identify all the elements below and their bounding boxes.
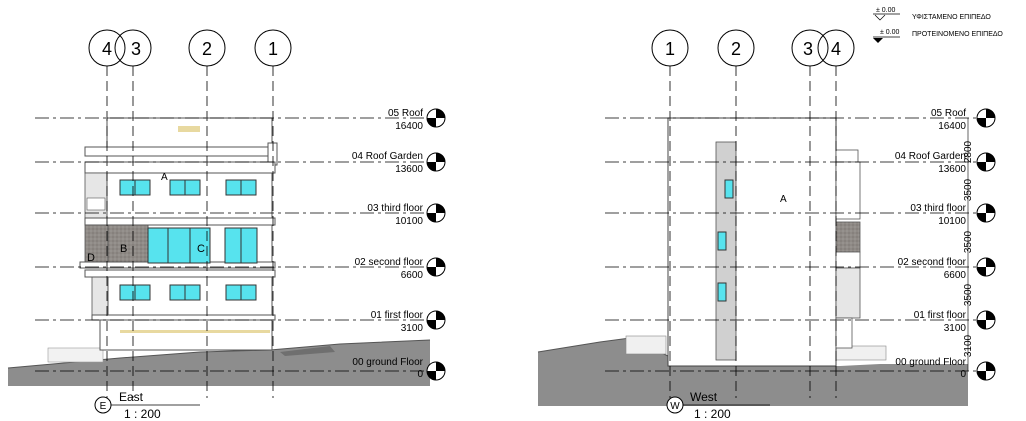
east-level-elev-3: 6600 [401,270,424,281]
dim-4: 3100 [963,334,974,357]
east-view-marker: E [100,401,107,412]
west-level-name-0: 05 Roof [931,108,966,119]
west-level-elev-2: 10100 [938,216,966,227]
east-windows-first [119,284,257,301]
west-grid-lines [669,66,837,398]
west-level-name-2: 03 third floor [910,203,966,214]
west-tag-a: A [780,194,787,205]
west-level-elev-3: 6600 [944,270,967,281]
east-level-name-2: 03 third floor [367,203,423,214]
west-main-facade [667,117,837,367]
dim-1: 3500 [963,178,974,201]
proposed-level-icon [873,38,883,43]
west-level-elev-0: 16400 [938,121,966,132]
west-view-name: West [690,390,718,404]
dim-2: 3500 [963,230,974,253]
dim-3: 3500 [963,283,974,306]
east-level-elev-2: 10100 [395,216,423,227]
east-level-name-1: 04 Roof Garden [352,151,423,162]
east-grid-label-3: 1 [268,39,278,59]
east-grid-label-2: 2 [202,39,212,59]
west-level-name-5: 00 ground Floor [895,357,966,368]
east-grid-bubbles: 4 3 2 1 [88,29,292,67]
west-grid-bubbles: 1 2 3 4 [651,29,855,67]
east-level-symbols [426,108,446,381]
west-grid-label-0: 1 [665,39,675,59]
east-level-elev-0: 16400 [395,121,423,132]
east-grid-label-0: 4 [102,39,112,59]
west-dimensions: 2800 3500 3500 3500 3100 [963,118,974,371]
east-windows-second [147,227,258,264]
west-ground [538,338,968,406]
east-level-name-5: 00 ground Floor [352,357,423,368]
east-level-name-4: 01 first floor [371,310,424,321]
east-tag-d: D [87,252,95,264]
west-level-labels: 05 Roof 16400 04 Roof Garden 13600 03 th… [895,108,967,380]
dim-0: 2800 [963,140,974,163]
existing-level-icon [874,14,886,21]
east-level-labels: 05 Roof 16400 04 Roof Garden 13600 03 th… [352,108,424,380]
west-level-name-4: 01 first floor [914,310,967,321]
east-tag-a: A [161,172,168,183]
east-roof-pavilion [106,117,273,153]
west-elevation: A 1 2 3 4 28 [537,29,996,421]
east-view-scale: 1 : 200 [124,407,161,421]
east-tag-b: B [120,243,127,255]
west-level-elev-1: 13600 [938,164,966,175]
east-level-lines [35,117,425,372]
legend: ± 0.00 ΥΦΙΣΤΑΜΕΝΟ ΕΠΙΠΕΔΟ ± 0.00 ΠΡΟΤΕΙΝ… [873,7,1003,43]
east-view-title: E East 1 : 200 [94,390,200,421]
east-level-elev-5: 0 [417,369,423,380]
west-stair-core [715,141,737,361]
east-level-name-0: 05 Roof [388,108,423,119]
east-grid-label-1: 3 [131,39,141,59]
west-view-scale: 1 : 200 [694,407,731,421]
west-grid-label-3: 4 [831,39,841,59]
legend-existing-label: ΥΦΙΣΤΑΜΕΝΟ ΕΠΙΠΕΔΟ [912,14,991,21]
east-elevation: A B C D 4 3 2 1 [7,29,446,421]
east-grid-lines [106,66,274,398]
west-grid-label-1: 2 [731,39,741,59]
west-level-name-3: 02 second floor [898,257,967,268]
east-windows-third [119,179,257,196]
west-level-symbols [976,108,996,381]
west-level-elev-4: 3100 [944,323,967,334]
west-level-elev-5: 0 [960,369,966,380]
legend-existing-value: ± 0.00 [876,7,896,14]
west-level-name-1: 04 Roof Garden [895,151,966,162]
east-level-name-3: 02 second floor [355,257,424,268]
east-tag-c: C [197,243,205,255]
west-view-title: W West 1 : 200 [666,390,770,421]
legend-proposed-value: ± 0.00 [880,29,900,36]
west-grid-label-2: 3 [803,39,813,59]
legend-proposed-label: ΠΡΟΤΕΙΝΟΜΕΝΟ ΕΠΙΠΕΔΟ [912,31,1003,38]
east-level-elev-4: 3100 [401,323,424,334]
east-view-name: East [119,390,144,404]
west-view-marker: W [670,401,680,412]
east-level-elev-1: 13600 [395,164,423,175]
west-level-lines [605,117,978,372]
